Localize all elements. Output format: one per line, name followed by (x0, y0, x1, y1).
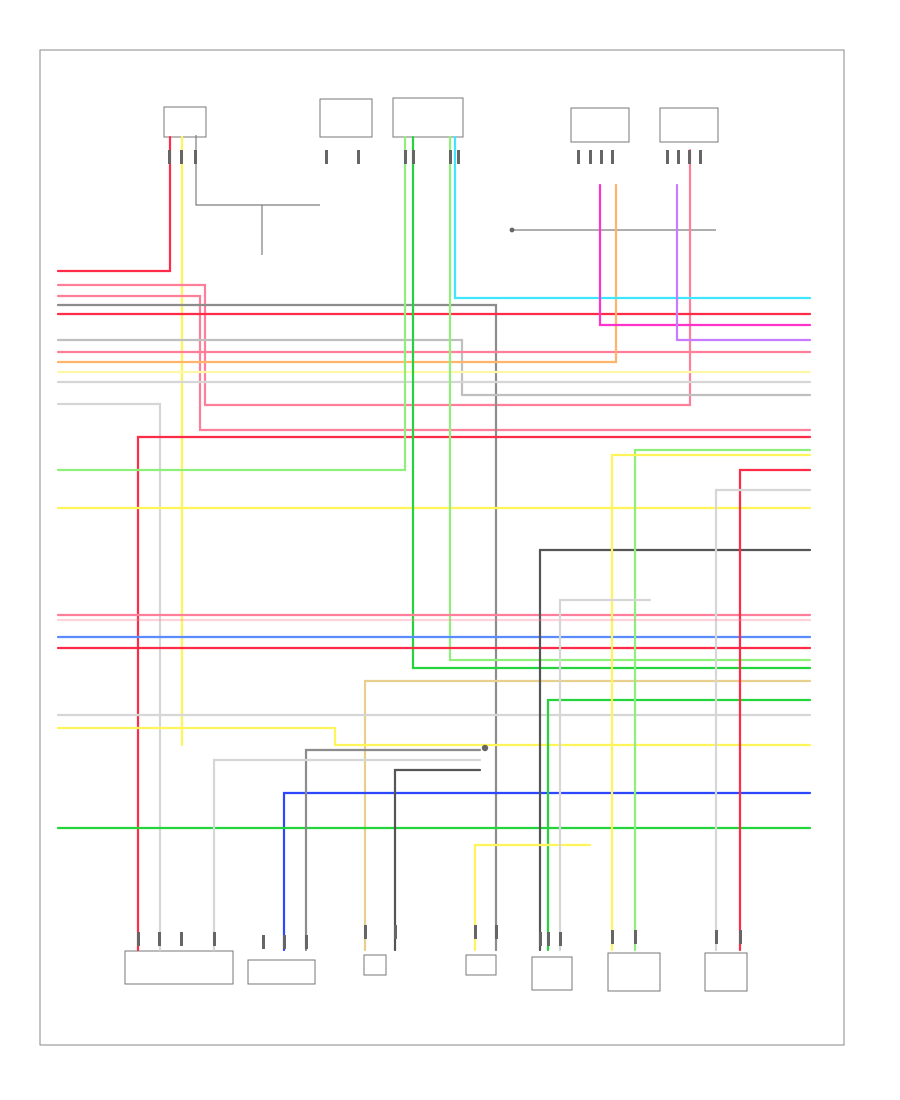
pin (325, 150, 328, 164)
pin (213, 932, 216, 946)
pin (404, 150, 407, 164)
top-switch-2 (319, 98, 373, 138)
top-pins (168, 150, 702, 164)
wire-magenta-1 (598, 183, 812, 327)
pin (559, 932, 562, 946)
bottom-sensor-1 (124, 950, 234, 985)
pin (666, 150, 669, 164)
wire-violet-1 (675, 183, 812, 342)
wire-red-1 (56, 135, 172, 273)
pin (449, 150, 452, 164)
pin (180, 150, 183, 164)
wire-lightgray-1 (56, 338, 812, 397)
splice-node (481, 744, 489, 752)
pin (158, 932, 161, 946)
wire-green-2 (411, 135, 812, 670)
pin (699, 150, 702, 164)
pin (168, 150, 171, 164)
pin (634, 930, 637, 944)
pin (688, 150, 691, 164)
pin (364, 925, 367, 939)
wire-red-5 (738, 468, 812, 952)
pin (262, 935, 265, 949)
pin (180, 932, 183, 946)
pin (357, 150, 360, 164)
wire-lightgray-5 (714, 488, 812, 952)
top-sensor-5 (659, 107, 719, 143)
diagram-frame (39, 49, 845, 1046)
pin (539, 932, 542, 946)
wire-lightgreen-2 (633, 448, 812, 952)
pin (577, 150, 580, 164)
pin (457, 150, 460, 164)
bottom-sensor-3 (363, 954, 387, 976)
top-module-3 (392, 97, 464, 138)
pin (715, 930, 718, 944)
pin (739, 930, 742, 944)
pin (495, 925, 498, 939)
wire-gray-2 (304, 748, 482, 952)
wire-lightgray-7 (558, 598, 652, 952)
top-module-1 (163, 106, 207, 138)
wire-gray-1 (56, 303, 498, 952)
wire-green-4 (546, 698, 812, 952)
wire-orange-1 (56, 183, 618, 364)
pin (589, 150, 592, 164)
bottom-sensor-4 (465, 954, 497, 976)
pin (611, 150, 614, 164)
wire-yellow-5 (473, 843, 592, 952)
bottom-sensor-7 (704, 952, 748, 992)
wire-tan-1 (363, 679, 812, 952)
pin (194, 150, 197, 164)
pin (474, 925, 477, 939)
wire-yellow-3 (56, 726, 812, 747)
top-sensor-4 (570, 107, 630, 143)
pin (305, 935, 308, 949)
bottom-sensor-6 (607, 952, 661, 992)
pin (283, 935, 286, 949)
wire-pink-1 (56, 148, 692, 407)
pin (677, 150, 680, 164)
wire-group (56, 135, 812, 952)
ground-wire-1 (195, 135, 320, 255)
wire-yellow-4 (610, 453, 812, 952)
bottom-pins (137, 925, 742, 949)
wire-darkgray-2 (538, 548, 812, 952)
pin (547, 932, 550, 946)
pin (600, 150, 603, 164)
wire-lightgray-3 (56, 402, 162, 952)
wire-cyan-1 (453, 135, 812, 300)
pin (394, 925, 397, 939)
wire-red-3 (136, 435, 812, 952)
pin (611, 930, 614, 944)
wire-darkgray-1 (393, 768, 482, 952)
pin (137, 932, 140, 946)
ground-point-2 (509, 227, 515, 233)
wire-lightgreen-1 (448, 135, 812, 662)
bottom-sensor-5 (531, 956, 573, 991)
wire-green-1 (56, 135, 407, 472)
bottom-sensor-2 (247, 959, 316, 985)
pin (412, 150, 415, 164)
wire-lightgray-6 (212, 758, 482, 952)
